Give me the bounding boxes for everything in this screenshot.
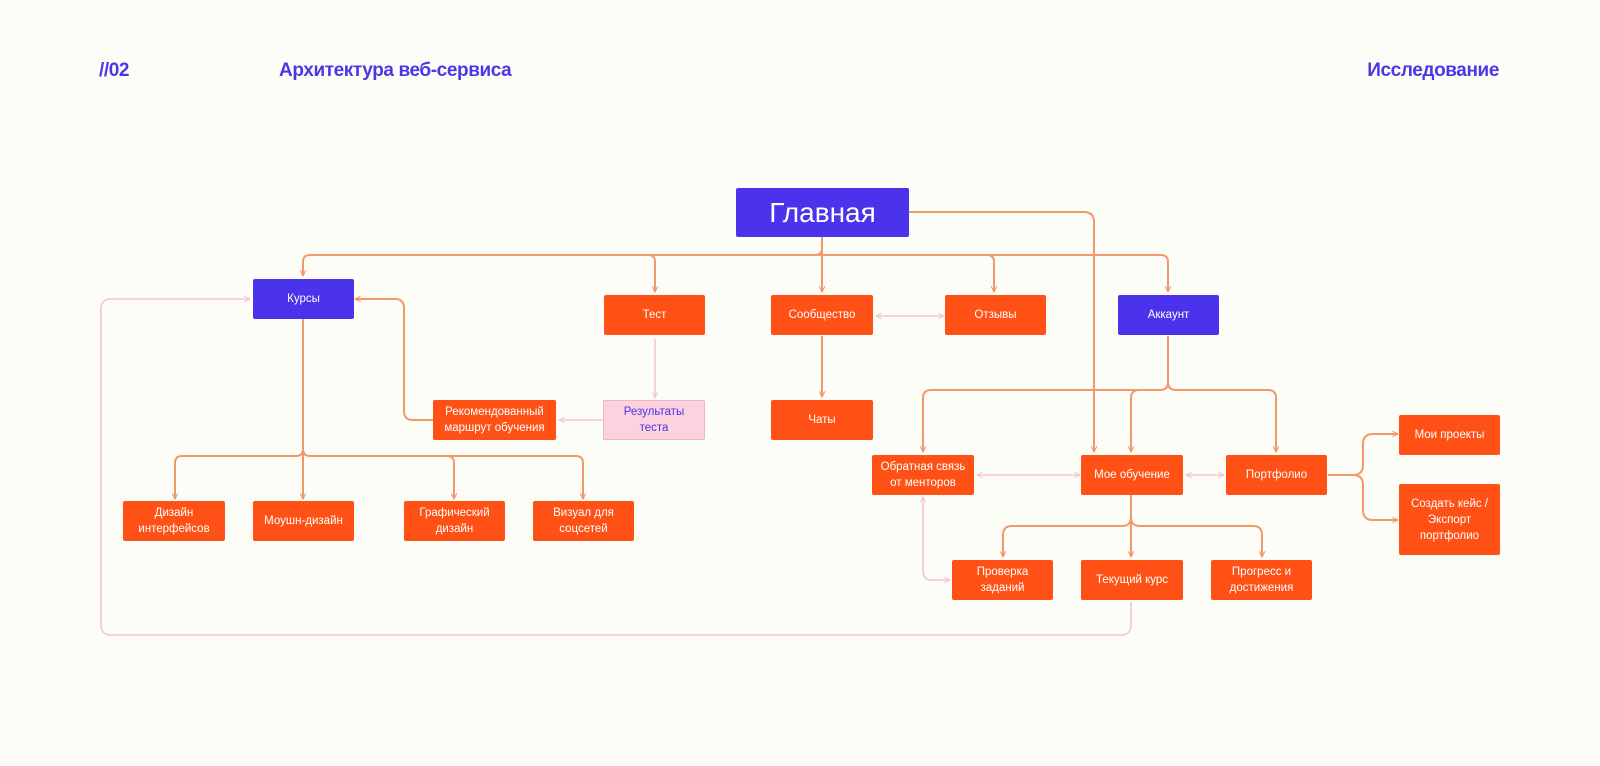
line-main-reviews <box>815 254 994 292</box>
line-main-account <box>815 254 1168 292</box>
node-task-review[interactable]: Проверка заданий <box>952 560 1053 600</box>
line-main-bus <box>303 237 823 276</box>
line-feedback-review <box>923 497 950 580</box>
node-graphic-design[interactable]: Графический дизайн <box>404 501 505 541</box>
line-route-courses <box>355 299 433 421</box>
node-my-projects[interactable]: Мои проекты <box>1399 415 1500 455</box>
line-mylearning-review <box>1003 516 1132 557</box>
line-portfolio-projects <box>1328 434 1398 476</box>
node-interface-design[interactable]: Дизайн интерфейсов <box>123 501 225 541</box>
node-test[interactable]: Тест <box>604 295 705 335</box>
line-main-mylearning <box>909 211 1094 452</box>
node-motion-design[interactable]: Моушн-дизайн <box>253 501 354 541</box>
line-main-test <box>647 254 815 292</box>
node-mentor-feedback[interactable]: Обратная связь от менторов <box>872 455 974 495</box>
line-account-mylearning <box>1131 389 1160 452</box>
node-reviews[interactable]: Отзывы <box>945 295 1046 335</box>
line-account-portfolio <box>1167 381 1276 452</box>
node-chats[interactable]: Чаты <box>771 400 873 440</box>
node-social-visual[interactable]: Визуал для соцсетей <box>533 501 634 541</box>
node-test-results[interactable]: Результаты теста <box>603 400 705 440</box>
section-label: Исследование <box>1367 60 1499 81</box>
node-account[interactable]: Аккаунт <box>1118 295 1219 335</box>
node-community[interactable]: Сообщество <box>771 295 873 335</box>
slide-title: Архитектура веб-сервиса <box>279 60 512 81</box>
node-current-course[interactable]: Текущий курс <box>1081 560 1183 600</box>
node-my-learning[interactable]: Мое обучение <box>1081 455 1183 495</box>
node-recommended-route[interactable]: Рекомендованный маршрут обучения <box>433 400 556 440</box>
line-currentcourse-courses <box>100 299 1132 636</box>
node-portfolio[interactable]: Портфолио <box>1226 455 1327 495</box>
node-courses[interactable]: Курсы <box>253 279 354 319</box>
node-main[interactable]: Главная <box>736 188 909 237</box>
node-progress[interactable]: Прогресс и достижения <box>1211 560 1312 600</box>
line-mylearning-progress <box>1130 516 1262 557</box>
slide-number: //02 <box>99 60 130 81</box>
node-create-case[interactable]: Создать кейс / Экспорт портфолио <box>1399 484 1500 555</box>
line-courses-social <box>310 455 583 499</box>
line-courses-interface <box>175 448 304 499</box>
line-portfolio-case <box>1352 474 1398 520</box>
